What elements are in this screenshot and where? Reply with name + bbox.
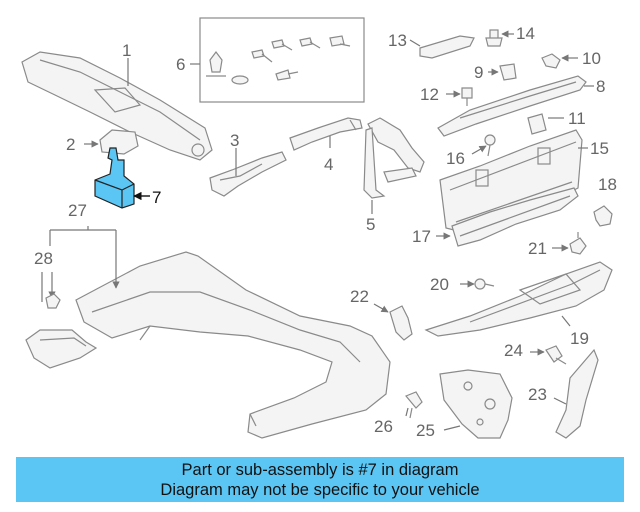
part-6-fastener-kit: 6 [176,17,365,103]
part-17-reinforcement: 17 [412,187,579,247]
callout-3: 3 [230,131,239,150]
callout-18: 18 [598,175,617,194]
part-26-plug: 26 [374,391,423,436]
banner-line-1: Part or sub-assembly is #7 in diagram [181,461,459,479]
part-5-bracket-assembly: 5 [363,117,425,234]
part-9-clip: 9 [474,63,517,82]
part-12-bolt: 12 [420,85,473,106]
part-2-bracket: 2 [66,129,139,155]
part-11-retainer: 11 [527,109,586,135]
part-18-bumper: 18 [593,175,617,227]
callout-24: 24 [504,341,523,360]
callout-11: 11 [568,109,586,128]
part-14-clip: 14 [485,24,535,47]
callout-23: 23 [528,385,547,404]
callout-21: 21 [528,239,547,258]
part-28-hinge-bracket: 28 [25,249,98,369]
callout-10: 10 [582,49,601,68]
callout-14: 14 [516,24,535,43]
part-3-pillar-trim: 3 [209,131,287,197]
part-19-tray: 19 [424,261,613,348]
callout-16: 16 [446,149,465,168]
callout-17: 17 [412,227,431,246]
part-23-bracket: 23 [528,348,599,439]
callout-2: 2 [66,135,75,154]
part-7-highlighted: 7 [94,147,161,209]
part-25-plate: 25 [416,369,513,440]
callout-25: 25 [416,421,435,440]
callout-5: 5 [366,215,375,234]
callout-7: 7 [152,188,161,207]
callout-20: 20 [430,275,449,294]
callout-12: 12 [420,85,439,104]
callout-27: 27 [68,201,87,220]
callout-13: 13 [388,31,407,50]
callout-8: 8 [596,77,605,96]
part-27-top-cover: 27 [49,201,391,439]
part-24-fastener: 24 [504,341,567,365]
parts-diagram: 1 2 7 6 3 4 [21,17,617,440]
part-21-clip: 21 [528,232,587,258]
part-13-pad: 13 [388,31,475,59]
part-10-clip: 10 [541,49,601,69]
part-1-header-trim: 1 [21,41,213,161]
callout-4: 4 [324,155,333,174]
part-4-trim-strip: 4 [289,117,363,174]
part-22-hinge: 22 [350,287,413,341]
callout-1: 1 [122,41,131,60]
callout-9: 9 [474,63,483,82]
callout-28: 28 [34,249,53,268]
callout-22: 22 [350,287,369,306]
callout-26: 26 [374,417,393,436]
part-20-bolt: 20 [430,275,495,294]
info-banner: Part or sub-assembly is #7 in diagram Di… [16,457,624,502]
part-8-rail: 8 [437,75,605,137]
part-16-fastener: 16 [446,134,496,168]
callout-6: 6 [176,55,185,74]
callout-19: 19 [570,329,589,348]
callout-15: 15 [590,139,609,158]
banner-line-2: Diagram may not be specific to your vehi… [160,481,480,499]
